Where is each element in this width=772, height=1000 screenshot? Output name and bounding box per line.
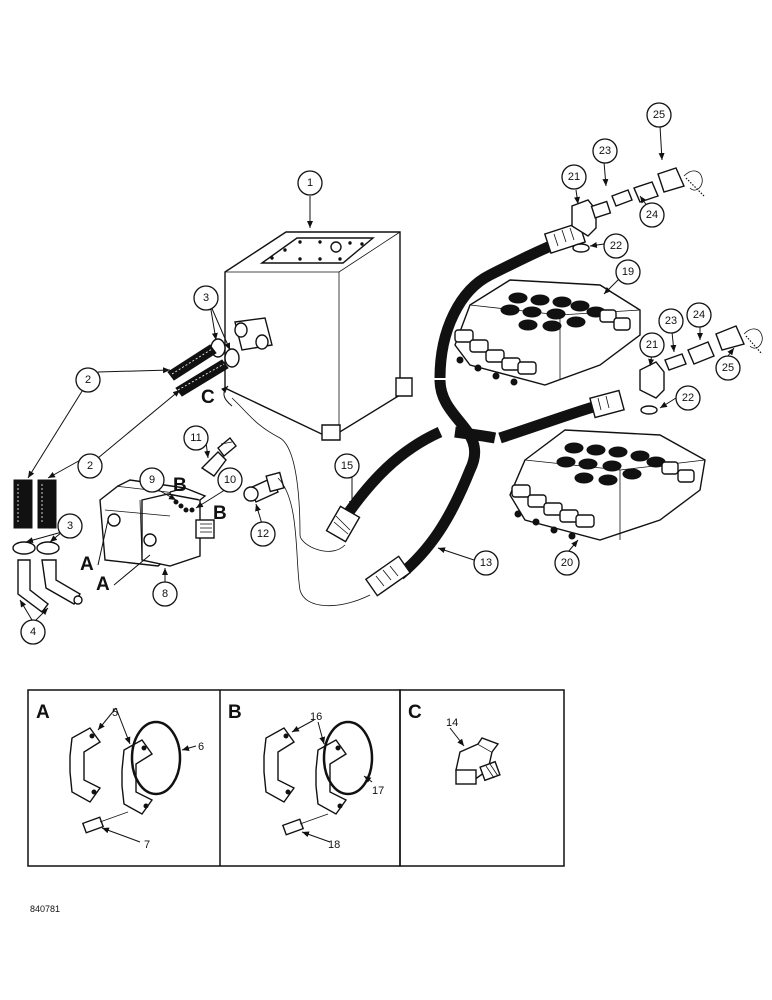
panel-b-label-bolt: 18 [328,839,340,851]
suction-hoses-upper [167,344,229,397]
svg-text:11: 11 [190,432,201,444]
callout-21-upper: 21 [561,164,587,190]
svg-text:12: 12 [257,528,269,540]
hose-clamps-lower [12,541,60,555]
svg-text:2: 2 [87,460,93,472]
detail-panel-c: C 14 [408,702,501,785]
svg-text:22: 22 [682,392,694,404]
letter-b-1: B [173,475,187,496]
callout-21-lower: 21 [639,332,665,358]
callout-24-lower: 24 [686,302,712,328]
svg-text:4: 4 [30,626,36,638]
callout-3-lower: 3 [57,513,83,539]
callout-2-lower: 2 [77,453,103,479]
svg-text:8: 8 [162,588,168,600]
callout-22-upper: 22 [603,233,629,259]
quick-coupler-set-upper [571,167,705,253]
callout-15: 15 [334,453,360,479]
svg-text:24: 24 [693,309,705,321]
letter-b-2: B [213,503,227,524]
pressure-hose-15 [325,426,443,543]
svg-text:19: 19 [622,266,634,278]
figure-code: 840781 [30,904,60,914]
quick-coupler-set-lower [639,325,763,415]
callout-3-upper: 3 [193,285,219,311]
panel-b-label-flange: 16 [310,711,322,723]
detail-panel-a: A 5 6 7 [36,702,204,851]
callout-1: 1 [297,170,323,196]
hose-route-c [231,397,346,552]
detail-panel-b: B 16 17 18 [228,702,384,851]
panel-b-letter: B [228,702,242,723]
svg-text:23: 23 [665,315,677,327]
callout-11: 11 [183,425,209,451]
svg-text:2: 2 [85,374,91,386]
svg-text:13: 13 [480,557,492,569]
letter-a-1: A [80,554,94,575]
suction-hoses-lower [13,479,57,529]
panel-a-label-oring: 6 [198,741,204,753]
callout-19: 19 [615,259,641,285]
panel-c-label-fitting: 14 [446,717,458,729]
callout-13: 13 [473,550,499,576]
svg-text:25: 25 [653,109,665,121]
svg-text:3: 3 [67,520,73,532]
callout-23-lower: 23 [658,308,684,334]
control-valve-upper [454,279,641,386]
hydraulic-tank [224,231,413,441]
hose-to-lower-valve [454,389,625,444]
pressure-hose-13 [364,379,481,597]
panel-a-label-flange: 5 [112,707,118,719]
callout-25-lower: 25 [715,355,741,381]
panel-a-letter: A [36,702,50,723]
hose-route-12 [277,477,371,607]
elbow-fittings [17,559,83,613]
svg-text:3: 3 [203,292,209,304]
svg-text:25: 25 [722,362,734,374]
letter-a-2: A [96,574,110,595]
callout-23-upper: 23 [592,138,618,164]
detail-panels [27,689,565,867]
svg-text:22: 22 [610,240,622,252]
panel-b-label-oring: 17 [372,785,384,797]
tandem-pump [99,479,215,567]
callout-8: 8 [152,581,178,607]
callout-22-lower: 22 [675,385,701,411]
callout-10: 10 [217,467,243,493]
connection-letters: A A B B C [80,387,227,595]
svg-text:20: 20 [561,557,573,569]
callout-12: 12 [250,521,276,547]
callout-2-upper: 2 [75,367,101,393]
control-valve-lower [509,429,706,541]
callout-25-upper: 25 [646,102,672,128]
panel-c-letter: C [408,702,422,723]
svg-text:9: 9 [149,474,155,486]
callout-4: 4 [20,619,46,645]
svg-text:23: 23 [599,145,611,157]
pump-fittings [173,436,285,513]
letter-c-1: C [201,387,215,408]
svg-text:21: 21 [568,171,580,183]
svg-text:21: 21 [646,339,658,351]
leader-lines [19,125,735,621]
callout-20: 20 [554,550,580,576]
svg-text:10: 10 [224,474,236,486]
svg-text:1: 1 [307,177,313,189]
svg-text:24: 24 [646,209,658,221]
callout-9: 9 [139,467,165,493]
panel-a-label-bolt: 7 [144,839,150,851]
callout-24-upper: 24 [639,202,665,228]
svg-text:15: 15 [341,460,353,472]
